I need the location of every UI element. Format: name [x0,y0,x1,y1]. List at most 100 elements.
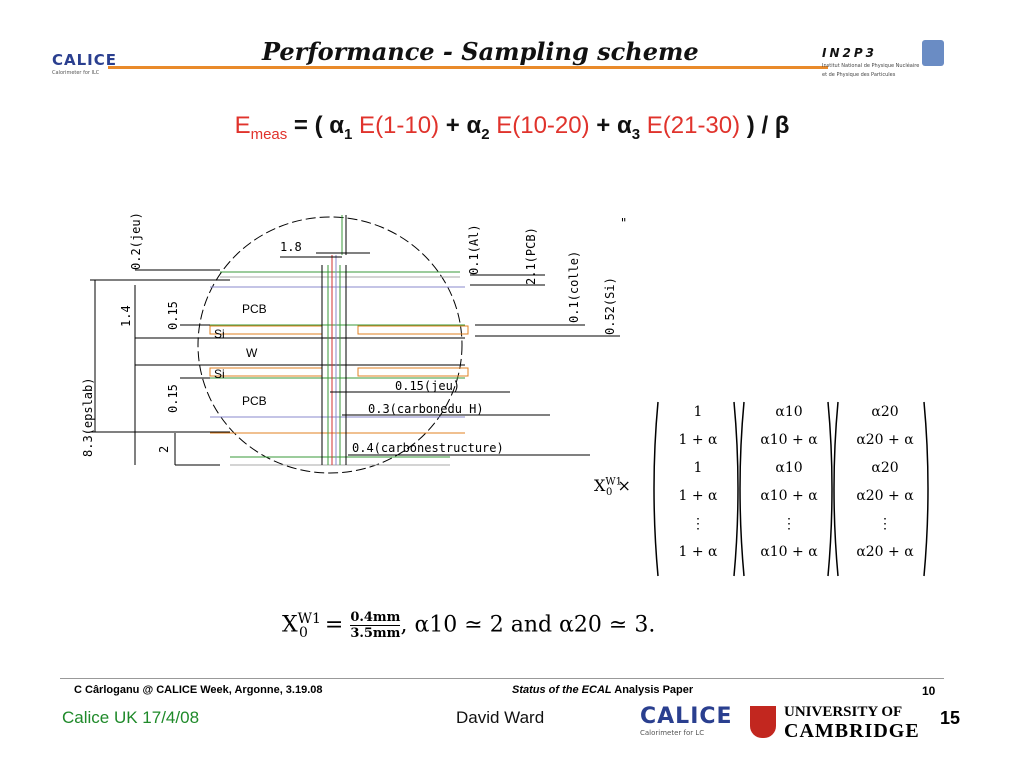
matrix-cell: α10 + α [760,432,818,448]
energy-formula: Emeas = ( α1 E(1-10) + α2 E(10-20) + α3 … [0,112,1024,143]
cambridge-logo: UNIVERSITY OF CAMBRIDGE [750,704,926,744]
label-w: W [246,346,258,360]
diagram-labels: 0.2(jeu) 8.3(epslab) 1.4 0.15 0.15 2 1.8… [81,212,627,457]
x0-def-eq: = [317,612,351,638]
matrix-cell: ⋮ [878,516,892,532]
alpha1: α1 [329,112,352,143]
label-carbone-struct: 0.4(carbonestructure) [352,441,504,455]
label-1-4: 1.4 [119,305,133,327]
footer-author: David Ward [456,708,545,727]
matrix-col-3: α20 α20 + α α20 α20 + α ⋮ α20 + α [840,398,930,576]
formula-tail: ) / β [740,112,790,139]
matrix-cell: 1 + α [678,544,718,560]
matrix-x0: XW10 × [594,476,631,498]
cambridge-shield-icon [750,706,776,738]
matrix-cell: ⋮ [691,516,705,532]
alpha1-sub: 1 [344,125,353,143]
matrix-cell: α20 [871,404,899,420]
matrix-cell: 1 [693,460,703,476]
in2p3-logo: IN2P3 Institut National de Physique Nucl… [822,40,944,90]
energy-21-30: E(21-30) [640,112,741,139]
matrix-cell: 1 + α [678,432,718,448]
label-2: 2 [157,446,171,453]
energy-1-10: E(1-10) [352,112,440,139]
inner-page-number: 10 [922,684,936,698]
emeas-sub: meas [250,125,288,143]
matrix-cell: 1 [693,404,703,420]
emeas: Emeas [234,112,288,143]
x0-fraction-num: 0.4mm [350,610,401,626]
detail-circle [197,216,463,474]
alpha2-sub: 2 [481,125,490,143]
in2p3-sub2: et de Physique des Particules [822,72,896,78]
matrix-cell: ⋮ [782,516,796,532]
calice-logo-bottom: CALICE Calorimeter for LC [640,704,733,744]
label-si-bot: Si [214,367,225,381]
central-structure [316,215,370,465]
calice-logo-bottom-sub: Calorimeter for LC [640,729,705,737]
label-colle: 0.1(colle) [567,251,581,323]
energy-10-20: E(10-20) [489,112,590,139]
label-0-15-a: 0.15 [166,301,180,330]
in2p3-text: IN2P3 [822,46,878,60]
calice-logo-bottom-text: CALICE [640,704,733,729]
alpha3-symbol: α [616,112,632,139]
slide-title: Performance - Sampling scheme [262,37,699,66]
calice-logo-text: CALICE [52,51,118,69]
footer-divider [60,678,944,679]
alpha1-symbol: α [329,112,345,139]
in2p3-sub1: Institut National de Physique Nucléaire [822,63,920,69]
cambridge-line2: CAMBRIDGE [784,720,920,742]
matrix-col-2: α10 α10 + α α10 α10 + α ⋮ α10 + α [744,398,834,576]
calice-logo-top: CALICE Calorimeter for ILC [52,50,118,78]
footer-status-italic: Status of the ECAL [512,684,612,696]
dimension-lines [90,256,620,466]
footer-status-rest: Analysis Paper [611,684,694,696]
matrix-col-1: 1 1 + α 1 1 + α ⋮ 1 + α [658,398,738,576]
label-epslab: 8.3(epslab) [81,378,95,457]
label-0-15-b: 0.15 [166,384,180,413]
label-pcb-bot: PCB [242,394,267,408]
formula-eq: = ( [287,112,330,139]
matrix-cell: α10 [775,460,803,476]
matrix-cell: α20 [871,460,899,476]
sampling-diagram: 0.2(jeu) 8.3(epslab) 1.4 0.15 0.15 2 1.8… [81,212,627,474]
footer-credit: C Cârloganu @ CALICE Week, Argonne, 3.19… [74,684,323,696]
label-pcb-top: PCB [242,302,267,316]
matrix-cell: α20 + α [856,432,914,448]
formula-plus1: + [439,112,467,139]
matrix-x0-sub: 0 [606,487,613,499]
calice-logo-sub: Calorimeter for ILC [52,70,100,76]
matrix-cell: α10 + α [760,544,818,560]
label-si-top: Si [214,327,225,341]
alpha2: α2 [466,112,489,143]
slide-number: 15 [940,708,961,728]
label-jeu-right: 0.15(jeu) [395,379,460,393]
label-si-dim: 0.52(Si) [603,277,617,335]
matrix-cell: α10 [775,404,803,420]
title-underline [108,66,828,69]
matrix-cell: α20 + α [856,488,914,504]
emeas-symbol: E [234,112,251,139]
footer-status: Status of the ECAL Analysis Paper [512,684,693,696]
alpha3-sub: 3 [631,125,641,143]
in2p3-emblem-icon [922,40,944,66]
matrix-x0-symbol: X [594,476,606,495]
formula-plus2: + [589,112,617,139]
layer-lines [209,271,469,466]
label-quote: " [620,216,627,230]
x0-fraction-den: 3.5mm [350,626,401,641]
x0-def-sup: W1 [297,611,321,628]
matrix-cell: α20 + α [856,544,914,560]
x0-matrix: XW10 × 1 1 + α 1 1 + α ⋮ 1 + α α10 α10 +… [594,398,934,584]
matrix-cell: α10 + α [760,488,818,504]
alpha2-symbol: α [466,112,482,139]
matrix-cell: 1 + α [678,488,718,504]
label-1-8: 1.8 [280,240,302,254]
matrix-brackets [653,401,929,577]
label-carbone-duh: 0.3(carbonedu H) [368,402,484,416]
label-al: 0.1(Al) [467,224,481,275]
matrix-times: × [617,476,631,495]
